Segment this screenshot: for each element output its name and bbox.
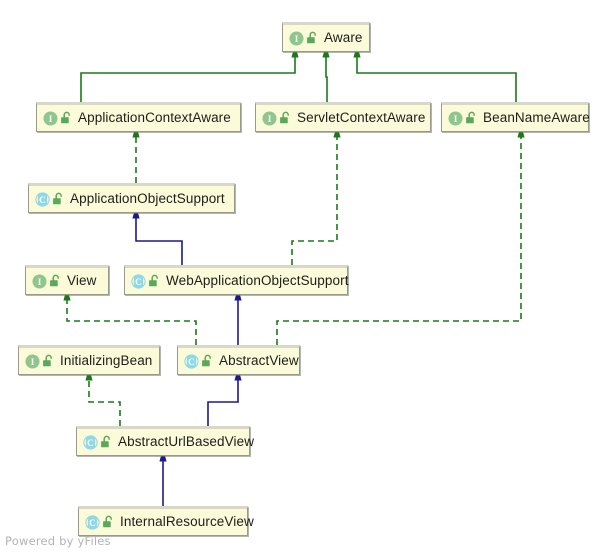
node-internal-resource-view[interactable]: C InternalResourceView	[78, 506, 254, 536]
unlock-icon	[148, 274, 161, 288]
node-application-context-aware[interactable]: I ApplicationContextAware	[36, 102, 241, 132]
interface-icon: I	[32, 274, 47, 289]
svg-text:I: I	[31, 357, 35, 367]
edge-implements[interactable]	[291, 137, 337, 265]
class-icon: C	[85, 514, 100, 530]
node-label: BeanNameAware	[483, 109, 590, 125]
svg-text:I: I	[268, 114, 272, 124]
node-abstract-url-based-view[interactable]: C AbstractUrlBasedView	[76, 426, 254, 456]
interface-icon: I	[262, 111, 277, 126]
edge-extends[interactable]	[357, 57, 517, 102]
node-web-application-object-support[interactable]: C WebApplicationObjectSupport	[124, 265, 348, 295]
interface-icon: I	[448, 111, 463, 126]
svg-text:C: C	[87, 438, 94, 448]
svg-text:I: I	[49, 114, 53, 124]
edge-extends[interactable]	[326, 57, 327, 102]
svg-text:C: C	[39, 195, 46, 205]
unlock-icon	[100, 435, 113, 449]
node-bean-name-aware[interactable]: I BeanNameAware	[441, 102, 590, 132]
class-icon: C	[35, 191, 50, 207]
edge-extends[interactable]	[80, 57, 295, 102]
node-abstract-view[interactable]: C AbstractView	[177, 345, 300, 375]
unlock-icon	[465, 111, 478, 125]
interface-icon: I	[25, 354, 40, 369]
node-label: WebApplicationObjectSupport	[166, 272, 349, 288]
node-servlet-context-aware[interactable]: I ServletContextAware	[255, 102, 431, 132]
unlock-icon	[60, 111, 73, 125]
unlock-icon	[201, 354, 214, 368]
unlock-icon	[102, 515, 115, 529]
node-label: ServletContextAware	[297, 109, 426, 125]
class-icon: C	[131, 273, 146, 289]
node-label: AbstractUrlBasedView	[118, 433, 255, 449]
edge-extends[interactable]	[207, 380, 238, 426]
unlock-icon	[42, 354, 55, 368]
node-aware[interactable]: I Aware	[282, 22, 370, 52]
node-label: AbstractView	[219, 352, 299, 368]
svg-text:I: I	[38, 277, 42, 287]
edge-layer	[67, 57, 521, 506]
edge-implements[interactable]	[89, 380, 121, 426]
node-view[interactable]: I View	[25, 265, 109, 295]
node-label: View	[67, 272, 97, 288]
node-label: ApplicationObjectSupport	[70, 190, 225, 206]
unlock-icon	[306, 31, 319, 45]
yfiles-watermark: Powered by yFiles	[5, 534, 111, 548]
node-application-object-support[interactable]: C ApplicationObjectSupport	[28, 183, 235, 213]
class-icon: C	[83, 434, 98, 450]
svg-text:C: C	[135, 277, 142, 287]
node-initializing-bean[interactable]: I InitializingBean	[18, 345, 160, 375]
node-label: InitializingBean	[60, 352, 153, 368]
node-label: ApplicationContextAware	[78, 109, 231, 125]
svg-text:I: I	[295, 34, 299, 44]
interface-icon: I	[43, 111, 58, 126]
unlock-icon	[52, 192, 65, 206]
unlock-icon	[279, 111, 292, 125]
edge-implements[interactable]	[67, 300, 197, 345]
interface-icon: I	[289, 31, 304, 46]
class-icon: C	[184, 353, 199, 369]
svg-text:I: I	[454, 114, 458, 124]
edge-extends[interactable]	[136, 218, 183, 265]
svg-text:C: C	[188, 357, 195, 367]
svg-text:C: C	[89, 518, 96, 528]
node-label: InternalResourceView	[120, 513, 254, 529]
node-label: Aware	[324, 29, 363, 45]
unlock-icon	[49, 274, 62, 288]
edge-implements[interactable]	[276, 137, 521, 345]
